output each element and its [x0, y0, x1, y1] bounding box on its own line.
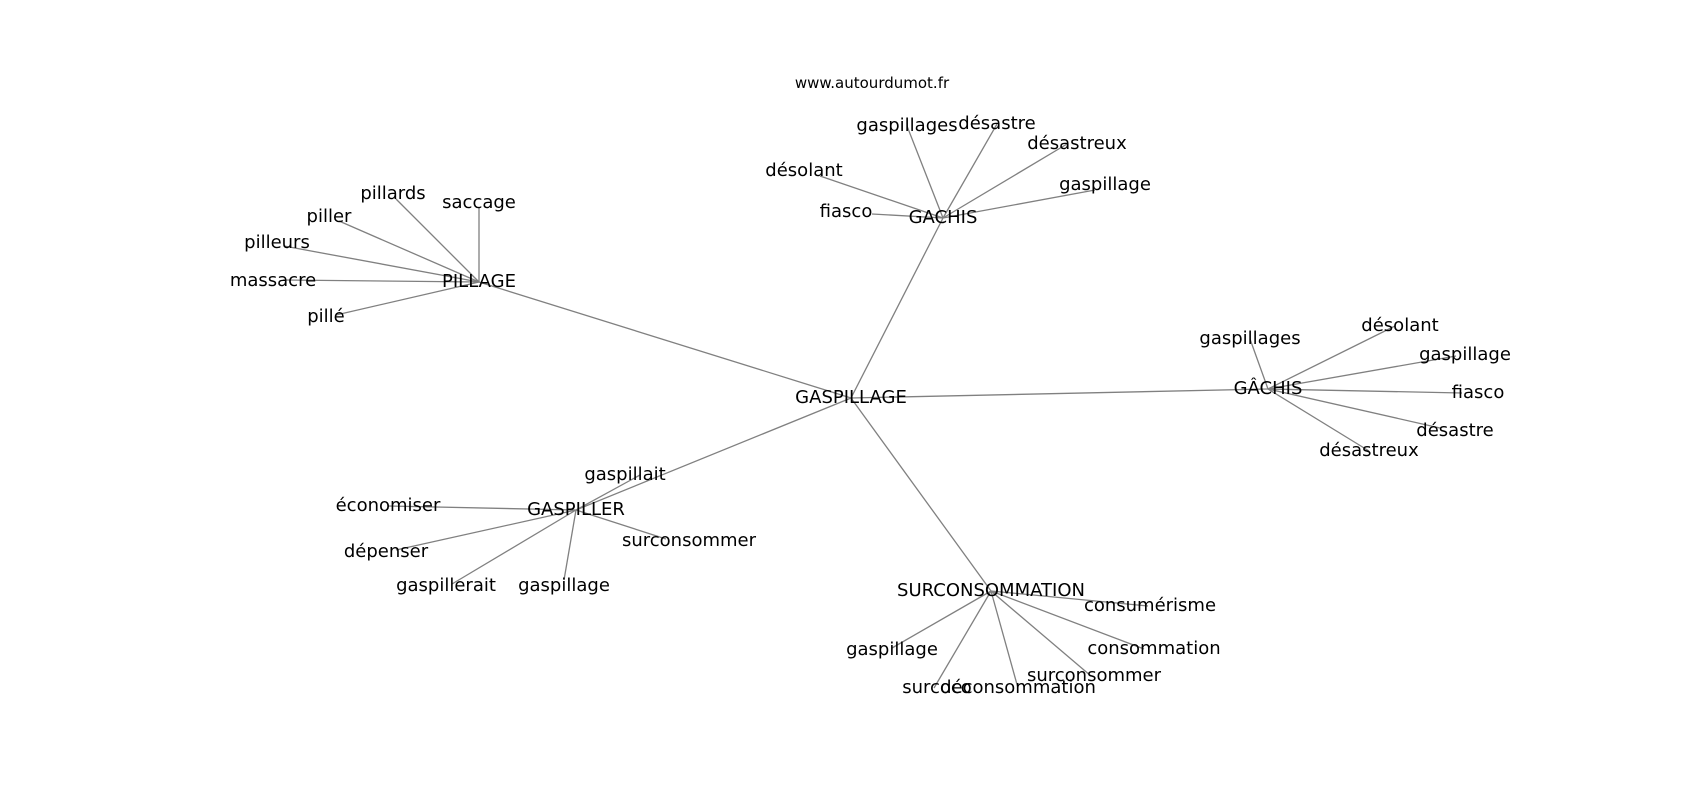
node-g2-gaspillage[interactable]: gaspillage — [1419, 344, 1511, 365]
edge-gaspiller-v_gaspillerait — [451, 509, 577, 585]
node-v-gaspillerait[interactable]: gaspillerait — [396, 575, 496, 596]
edge-surconso-s_gaspillage — [891, 590, 992, 649]
edge-gachis1-g1_desolant — [819, 175, 944, 219]
node-v-depenser[interactable]: dépenser — [343, 541, 429, 562]
edge-gachis1-g1_gaspillages — [906, 125, 944, 219]
edge-pillage-p_pilleurs — [283, 245, 480, 283]
node-p-pilleurs[interactable]: pilleurs — [244, 232, 310, 253]
node-v-gaspillait[interactable]: gaspillait — [584, 464, 666, 485]
edge-gachis2-g2_desastreux — [1267, 388, 1370, 452]
edge-gaspiller-v_gaspillait — [575, 474, 641, 511]
node-g1-fiasco[interactable]: fiasco — [819, 201, 873, 222]
node-p-pille[interactable]: pillé — [307, 306, 345, 327]
edge-gaspiller-v_economiser — [387, 505, 577, 511]
edge-gachis1-g1_desastreux — [942, 143, 1068, 219]
edge-center-gachis1 — [850, 217, 944, 399]
edge-surconso-s_surconsommer — [990, 590, 1092, 677]
edge-center-surconso — [850, 397, 992, 592]
edge-pillage-p_massacre — [282, 279, 480, 283]
edge-gachis2-g2_desastre — [1267, 388, 1441, 429]
edge-center-gachis2 — [850, 388, 1269, 399]
edge-gaspiller-v_surconsommer — [575, 509, 667, 540]
node-p-piller[interactable]: piller — [306, 206, 352, 227]
edge-surconso-s_consumerisme — [990, 590, 1149, 607]
site-url: www.autourdumot.fr — [794, 74, 950, 92]
node-v-economiser[interactable]: économiser — [335, 495, 441, 516]
edge-pillage-p_pillards — [395, 198, 480, 283]
edge-pillage-p_piller — [338, 220, 480, 283]
node-s-surcoco[interactable]: surcoco — [902, 677, 972, 698]
node-p-saccage[interactable]: saccage — [442, 192, 516, 213]
node-g2-desolant[interactable]: désolant — [1361, 315, 1439, 336]
edge-surconso-s_consommation — [990, 590, 1145, 650]
node-p-pillards[interactable]: pillards — [360, 183, 426, 204]
edge-gachis2-g2_gaspillage — [1267, 355, 1457, 390]
node-s-consumerisme[interactable]: consumérisme — [1083, 595, 1217, 616]
node-center[interactable]: GASPILLAGE — [795, 387, 907, 408]
edge-center-gaspiller — [575, 397, 852, 511]
node-g2-gaspillages[interactable]: gaspillages — [1199, 328, 1301, 349]
edge-gachis2-g2_fiasco — [1267, 388, 1463, 394]
edge-gachis1-g1_fiasco — [871, 213, 944, 219]
edge-gachis2-g2_desolant — [1267, 325, 1396, 390]
node-v-surconsommer[interactable]: surconsommer — [621, 530, 757, 551]
edge-gachis2-g2_gaspillages — [1249, 338, 1269, 390]
node-pillage[interactable]: PILLAGE — [442, 271, 516, 292]
edge-gaspiller-v_depenser — [395, 509, 577, 551]
node-g1-desastre[interactable]: désastre — [958, 113, 1036, 134]
node-g1-gaspillage[interactable]: gaspillage — [1059, 174, 1151, 195]
node-g2-fiasco[interactable]: fiasco — [1451, 382, 1505, 403]
node-g1-desastreux[interactable]: désastreux — [1027, 133, 1127, 154]
edge-surconso-s_surcoco — [933, 590, 992, 689]
edge-gaspiller-v_gaspillage — [563, 509, 577, 581]
edge-pillage-p_pille — [335, 281, 480, 316]
edge-surconso-s_deconsommation — [990, 590, 1019, 689]
node-gachis1[interactable]: GACHIS — [908, 207, 978, 228]
node-g1-desolant[interactable]: désolant — [765, 160, 843, 181]
node-s-gaspillage[interactable]: gaspillage — [846, 639, 938, 660]
node-g2-desastreux[interactable]: désastreux — [1319, 440, 1419, 461]
node-v-gaspillage[interactable]: gaspillage — [518, 575, 610, 596]
node-s-surconsommer[interactable]: surconsommer — [1026, 665, 1162, 686]
node-surconso[interactable]: SURCONSOMMATION — [897, 580, 1085, 601]
edge-gachis1-g1_desastre — [942, 123, 998, 219]
node-p-massacre[interactable]: massacre — [229, 270, 317, 291]
node-g2-desastre[interactable]: désastre — [1416, 420, 1494, 441]
node-g1-gaspillages[interactable]: gaspillages — [856, 115, 958, 136]
node-s-consommation[interactable]: consommation — [1087, 638, 1221, 659]
edge-gachis1-g1_gaspillage — [942, 189, 1096, 219]
node-gaspiller[interactable]: GASPILLER — [527, 499, 625, 520]
node-gachis2[interactable]: GÂCHIS — [1233, 378, 1303, 399]
node-s-deconsommation[interactable]: déconsommation — [940, 677, 1096, 698]
edge-center-pillage — [478, 281, 852, 399]
